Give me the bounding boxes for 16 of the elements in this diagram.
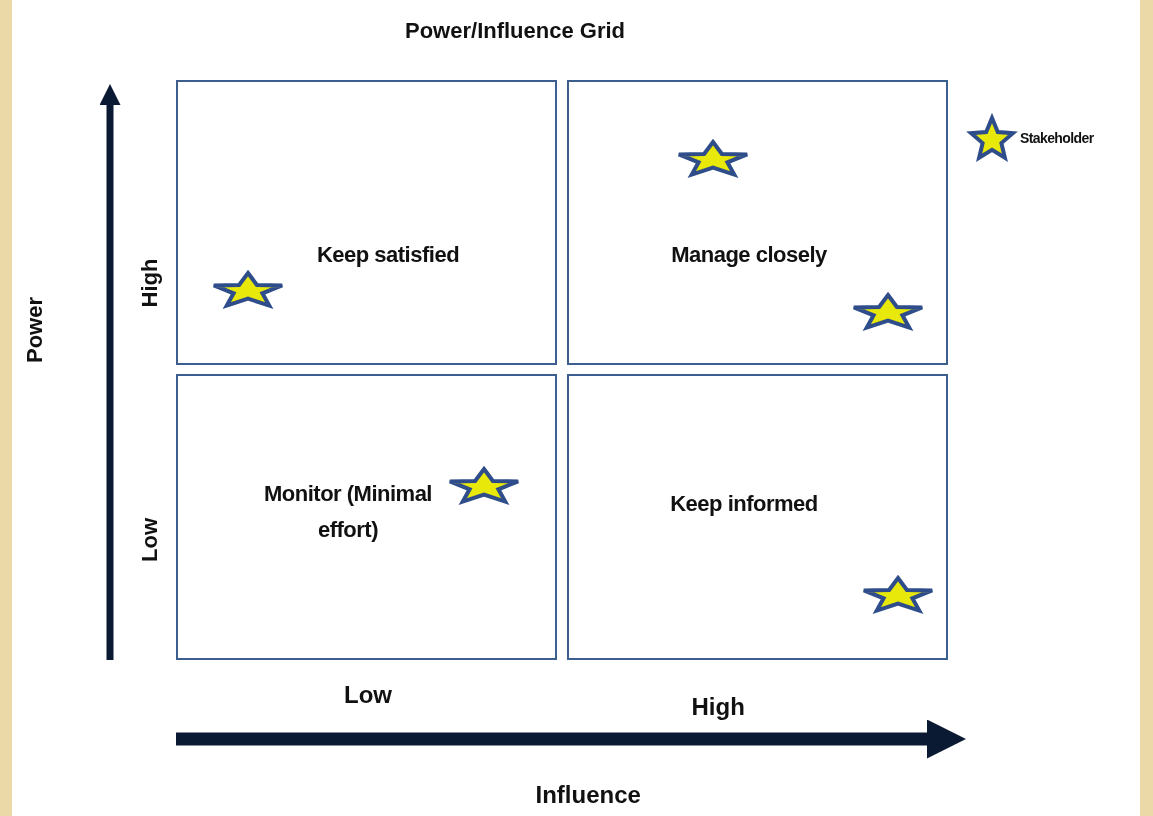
axis-tick-label: High [691,693,745,721]
axis-tick-label: Low [137,518,163,562]
quadrant-box [567,374,948,660]
axis-title: Power [22,297,48,363]
quadrant-label: Keep informed [669,490,819,518]
quadrant-label: Keep satisfied [315,241,461,269]
quadrant-box [176,374,557,660]
quadrant-label: Monitor (Minimal effort) [263,480,433,544]
axis-title: Influence [535,781,641,809]
legend-label: Stakeholder [1020,130,1094,146]
chart-title: Power/Influence Grid [405,18,626,44]
quadrant-box [176,80,557,365]
quadrant-label: Manage closely [670,241,828,269]
axis-tick-label: Low [344,681,392,709]
axis-tick-label: High [136,258,163,308]
quadrant-box [567,80,948,365]
